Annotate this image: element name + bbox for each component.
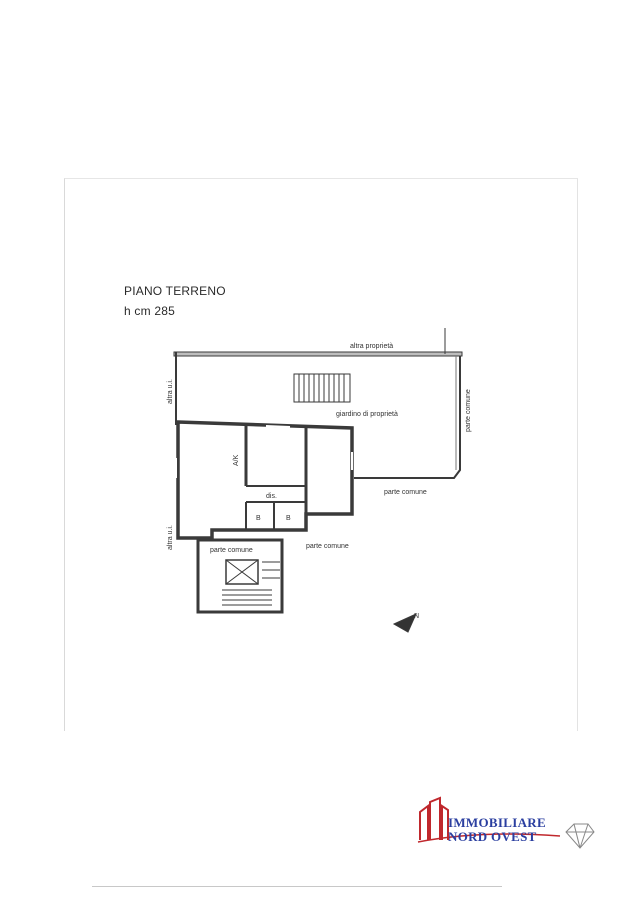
label-altra-ui-top: altra u.i. — [167, 379, 174, 404]
label-parte-comune-right: parte comune — [465, 389, 472, 432]
apartment-outer-wall — [176, 420, 354, 540]
label-bath-1: B — [256, 515, 261, 522]
label-parte-comune-bottom: parte comune — [306, 543, 349, 550]
scanned-sheet-edge — [64, 178, 578, 731]
boundary-wall-top — [173, 351, 463, 357]
label-ak: A/K — [233, 454, 240, 466]
logo-building-icon — [417, 796, 561, 843]
label-north: N — [414, 613, 419, 620]
stairwell-outer — [196, 538, 284, 614]
window-top — [265, 425, 291, 428]
garden-wall-right — [354, 356, 461, 479]
floor-title: PIANO TERRENO — [124, 284, 226, 298]
logo-text-line1: IMMOBILIARE — [448, 815, 546, 830]
label-parte-comune-mid: parte comune — [384, 489, 427, 496]
scan-bottom-line — [92, 886, 502, 887]
label-altra-proprieta: altra proprietà — [350, 343, 393, 350]
label-giardino: giardino di proprietà — [336, 411, 398, 418]
elevator-cross-2 — [225, 559, 259, 585]
stair-treads — [222, 561, 280, 606]
garden-steps-hatch — [298, 374, 345, 402]
label-parte-comune-landing: parte comune — [210, 547, 253, 554]
elevator-shaft — [225, 559, 259, 585]
label-dis: dis. — [266, 493, 277, 500]
garden-steps — [293, 373, 351, 403]
logo-text-line2: NORD OVEST — [448, 829, 537, 844]
label-altra-ui-bottom: altra u.i. — [167, 525, 174, 550]
ceiling-height-label: h cm 285 — [124, 304, 175, 318]
diamond-icon — [565, 823, 595, 849]
north-arrow — [392, 613, 417, 633]
label-bath-2: B — [286, 515, 291, 522]
